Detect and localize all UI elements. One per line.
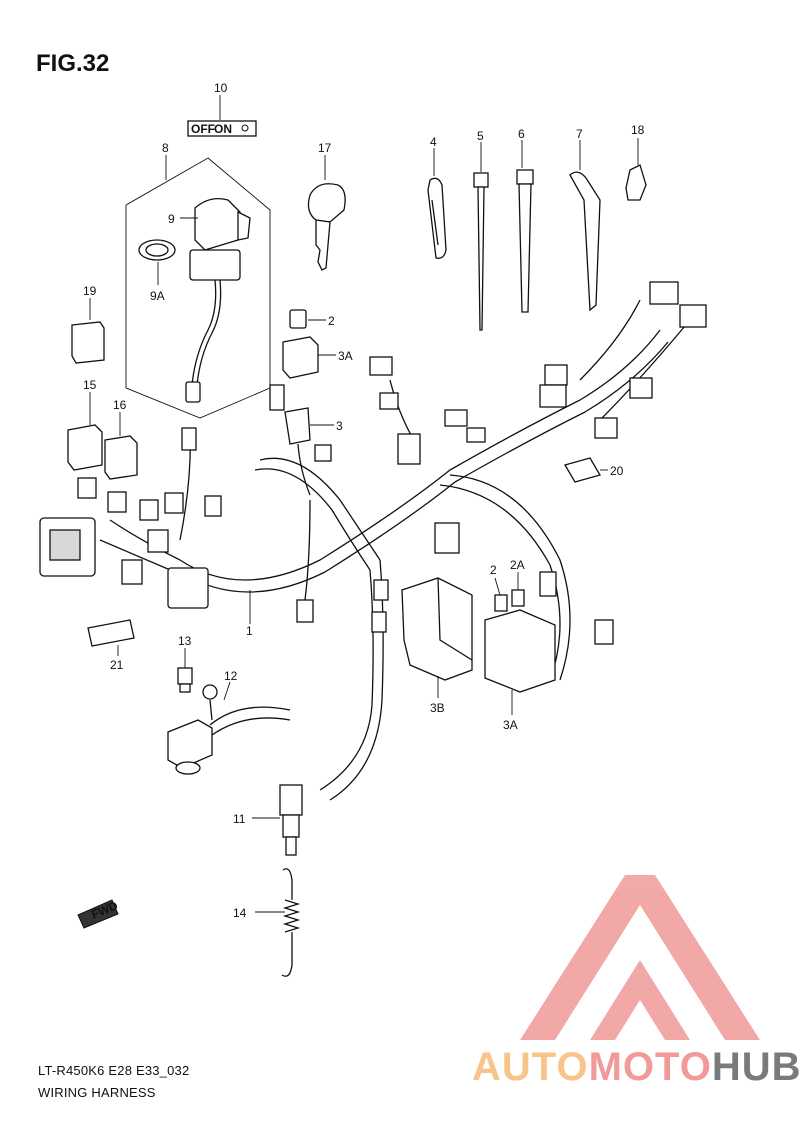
- callout-8: 8: [162, 141, 169, 155]
- ignition-switch-assembly: [125, 157, 271, 419]
- spring-14: [281, 868, 301, 977]
- callout-9: 9: [168, 212, 175, 226]
- callout-3a-bottom: 3A: [503, 718, 518, 732]
- callout-1: 1: [246, 624, 253, 638]
- relay-15: [67, 424, 103, 471]
- bolt-13: [177, 667, 193, 693]
- fuse-holder-3: [269, 384, 311, 496]
- clamp-18: [625, 164, 647, 201]
- harness-connectors: [39, 281, 707, 645]
- callout-11: 11: [233, 812, 246, 826]
- watermark-wordmark: AUTOMOTOHUB: [472, 1045, 800, 1090]
- switch-plate-on: ON: [214, 122, 232, 136]
- pad-20: [564, 457, 601, 483]
- callout-9a: 9A: [150, 289, 165, 303]
- callout-21: 21: [110, 658, 124, 672]
- callout-3a-top: 3A: [338, 349, 353, 363]
- fuse-box-3a-top: [282, 336, 319, 379]
- cable-tie-5: [473, 172, 489, 331]
- watermark-auto: AUTO: [472, 1045, 589, 1089]
- callout-labels: 10 8 9 9A 17 4 5 6 7 18 19 2 3A 3 15 16 …: [83, 81, 645, 920]
- figure-caption: WIRING HARNESS: [38, 1085, 156, 1100]
- callout-10: 10: [214, 81, 228, 95]
- callout-17: 17: [318, 141, 332, 155]
- callout-18: 18: [631, 123, 645, 137]
- callout-2-top: 2: [328, 314, 335, 328]
- callout-2a: 2A: [510, 558, 525, 572]
- switch-plate: OFF ON: [187, 120, 257, 137]
- ignition-key: [307, 183, 346, 271]
- starter-cable-12: [167, 684, 291, 775]
- callout-3b: 3B: [430, 701, 445, 715]
- model-code: LT-R450K6 E28 E33_032: [38, 1063, 190, 1078]
- callout-15: 15: [83, 378, 97, 392]
- figure-title: FIG.32: [36, 50, 110, 77]
- fuse-box-3a-bottom: [484, 589, 556, 693]
- cable-clamp-4: [427, 177, 447, 259]
- callout-7: 7: [576, 127, 583, 141]
- relay-16: [104, 435, 138, 480]
- callout-12: 12: [224, 669, 238, 683]
- pad-21: [87, 619, 135, 647]
- callout-6: 6: [518, 127, 525, 141]
- callout-4: 4: [430, 135, 437, 149]
- relay-19: [71, 321, 105, 364]
- cable-tie-7: [569, 171, 601, 312]
- watermark-moto: MOTO: [588, 1045, 712, 1089]
- forward-direction-arrow: FWD: [77, 898, 120, 929]
- callout-13: 13: [178, 634, 192, 648]
- cable-tie-6: [516, 169, 534, 313]
- callout-19: 19: [83, 284, 97, 298]
- callout-16: 16: [113, 398, 127, 412]
- callout-3: 3: [336, 419, 343, 433]
- callout-20: 20: [610, 464, 624, 478]
- leader-lines: [89, 95, 639, 913]
- callout-14: 14: [233, 906, 247, 920]
- watermark-hub: HUB: [711, 1045, 800, 1089]
- main-wiring-harness: [99, 299, 691, 801]
- callout-5: 5: [477, 129, 484, 143]
- watermark-logo-triangle: [520, 875, 760, 1040]
- callout-2-bottom: 2: [490, 563, 497, 577]
- fuse-box-cover-3b: [401, 577, 473, 681]
- sensor-11: [279, 784, 303, 856]
- switch-plate-off: OFF: [191, 122, 215, 136]
- fuse-2-top: [289, 309, 307, 329]
